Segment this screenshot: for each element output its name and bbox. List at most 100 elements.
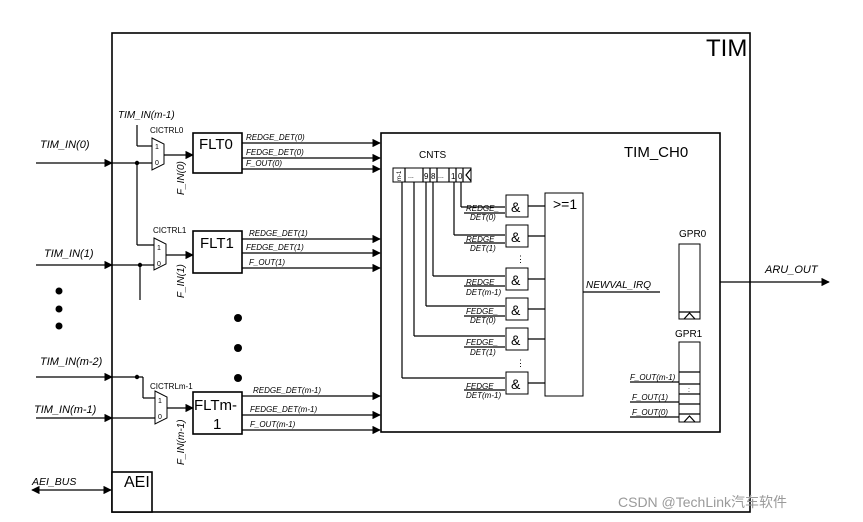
- tim-in-m1-label: TIM_IN(m-1): [34, 404, 97, 416]
- svg-text:&: &: [511, 199, 521, 215]
- cnts-label: CNTS: [419, 150, 447, 161]
- gpr1-input-f-out-m1: F_OUT(m-1): [630, 373, 676, 382]
- watermark: CSDN @TechLink汽车软件: [618, 494, 787, 510]
- or-gate: [544, 192, 584, 397]
- mux-m1-label: CICTRLm-1: [150, 382, 193, 391]
- filters-ellipsis-dot: [234, 374, 242, 382]
- filter-flt0-label: FLT0: [199, 136, 233, 153]
- filters-ellipsis-dot: [234, 344, 242, 352]
- f-out-m1-label: F_OUT(m-1): [250, 420, 296, 429]
- f-in-1-label: F_IN(1): [176, 264, 187, 298]
- fedge-det-1-label: FEDGE_DET(1): [246, 243, 304, 252]
- cnts-register: [392, 167, 472, 183]
- svg-text:FEDGE_: FEDGE_: [466, 382, 498, 391]
- junction-dot: [134, 374, 140, 380]
- gpr0-clock-marker: [683, 312, 696, 320]
- gates-ellipsis: ⋮: [516, 358, 525, 368]
- and-gate-1: &: [505, 194, 529, 218]
- cnts-cell-dots: ...: [408, 173, 414, 180]
- inputs-ellipsis-dot: [55, 305, 63, 313]
- and-gate-5: &: [505, 327, 529, 351]
- redge-det-m1-label: REDGE_DET(m-1): [253, 386, 321, 395]
- svg-text:&: &: [511, 272, 521, 288]
- mux-1-zero: 0: [157, 261, 161, 268]
- tim-in-0-label: TIM_IN(0): [40, 139, 90, 151]
- cnts-cell-0: 0: [458, 172, 463, 181]
- svg-text:REDGE_: REDGE_: [466, 278, 499, 287]
- or-gate-label: >=1: [553, 196, 577, 212]
- filter-fltm1: [192, 391, 243, 435]
- svg-text:&: &: [511, 229, 521, 245]
- redge-det-1-label: REDGE_DET(1): [249, 229, 308, 238]
- aei-block: [111, 471, 153, 513]
- gpr1-label: GPR1: [675, 329, 703, 340]
- gpr1-input-f-out-0: F_OUT(0): [632, 408, 668, 417]
- aru-out-label: ARU_OUT: [764, 264, 819, 276]
- cnts-cell-8: 8: [431, 172, 436, 181]
- filters-ellipsis-dot: [234, 314, 242, 322]
- redge-det-0-label: REDGE_DET(0): [246, 133, 305, 142]
- filter-flt0: [192, 132, 243, 174]
- tim-in-m1-top-label: TIM_IN(m-1): [118, 110, 175, 121]
- svg-text:DET(0): DET(0): [470, 213, 496, 222]
- svg-text:DET(0): DET(0): [470, 316, 496, 325]
- cnts-cell-dots: ...: [438, 173, 444, 180]
- and-gate-6: &: [505, 371, 529, 395]
- and-gate-2: &: [505, 224, 529, 248]
- filter-fltm1-label-2: 1: [213, 416, 221, 433]
- gpr1-register: [678, 341, 701, 423]
- f-out-0-label: F_OUT(0): [246, 159, 282, 168]
- gates-ellipsis: ⋮: [516, 254, 525, 264]
- svg-text:FEDGE_: FEDGE_: [466, 307, 498, 316]
- gpr1-clock-marker: [683, 415, 696, 423]
- fedge-det-0-label: FEDGE_DET(0): [246, 148, 304, 157]
- and-gate-input-redge-1: REDGE_ DET(1): [464, 235, 505, 253]
- f-out-1-label: F_OUT(1): [249, 258, 285, 267]
- mux-0-one: 1: [155, 144, 159, 151]
- tim-title: TIM: [706, 35, 747, 62]
- mux-m1-one: 1: [158, 398, 162, 405]
- aei-bus-label: AEI_BUS: [31, 476, 76, 488]
- f-in-m1-label: F_IN(m-1): [176, 419, 187, 465]
- svg-text:&: &: [511, 376, 521, 392]
- cnts-clock-marker: [465, 168, 472, 182]
- mux-0: [151, 137, 165, 171]
- mux-1-label: CICTRL1: [153, 226, 187, 235]
- cnts-cell-9: 9: [424, 172, 429, 181]
- svg-text:DET(m-1): DET(m-1): [466, 391, 501, 400]
- svg-text:REDGE_: REDGE_: [466, 235, 499, 244]
- inputs-ellipsis-dot: [55, 287, 63, 295]
- fedge-det-m1-label: FEDGE_DET(m-1): [250, 405, 317, 414]
- tim-in-m2-label: TIM_IN(m-2): [40, 356, 103, 368]
- svg-text:&: &: [511, 332, 521, 348]
- and-gate-input-fedge-m1: FEDGE_ DET(m-1): [464, 382, 505, 400]
- and-gate-input-redge-m1: REDGE_ DET(m-1): [464, 278, 505, 297]
- svg-text:&: &: [511, 302, 521, 318]
- mux-m1-zero: 0: [158, 414, 162, 421]
- cnts-cell-1: 1: [451, 172, 456, 181]
- mux-0-zero: 0: [155, 160, 159, 167]
- gpr0-label: GPR0: [679, 229, 707, 240]
- cnts-cell-m1: m-1: [397, 170, 403, 181]
- mux-0-label: CICTRL0: [150, 126, 184, 135]
- filter-fltm1-label: FLTm-: [194, 397, 237, 414]
- svg-text:DET(m-1): DET(m-1): [466, 288, 501, 297]
- and-gate-4: &: [505, 297, 529, 321]
- f-in-0-label: F_IN(0): [176, 161, 187, 195]
- inputs-ellipsis-dot: [55, 322, 63, 330]
- gpr1-input-f-out-1: F_OUT(1): [632, 393, 668, 402]
- mux-m1: [154, 390, 168, 425]
- newval-irq-label: NEWVAL_IRQ: [586, 280, 651, 291]
- and-gate-input-redge-0: REDGE_ DET(0): [464, 204, 505, 222]
- svg-text:FEDGE_: FEDGE_: [466, 338, 498, 347]
- filter-flt1-label: FLT1: [200, 235, 234, 252]
- svg-text:REDGE_: REDGE_: [466, 204, 499, 213]
- svg-text:DET(1): DET(1): [470, 348, 496, 357]
- and-gate-input-fedge-1: FEDGE_ DET(1): [464, 338, 505, 357]
- gpr1-dots: :: [688, 387, 690, 394]
- gpr0-register: [678, 243, 701, 320]
- svg-text:DET(1): DET(1): [470, 244, 496, 253]
- mux-1: [153, 237, 167, 271]
- mux-1-one: 1: [157, 245, 161, 252]
